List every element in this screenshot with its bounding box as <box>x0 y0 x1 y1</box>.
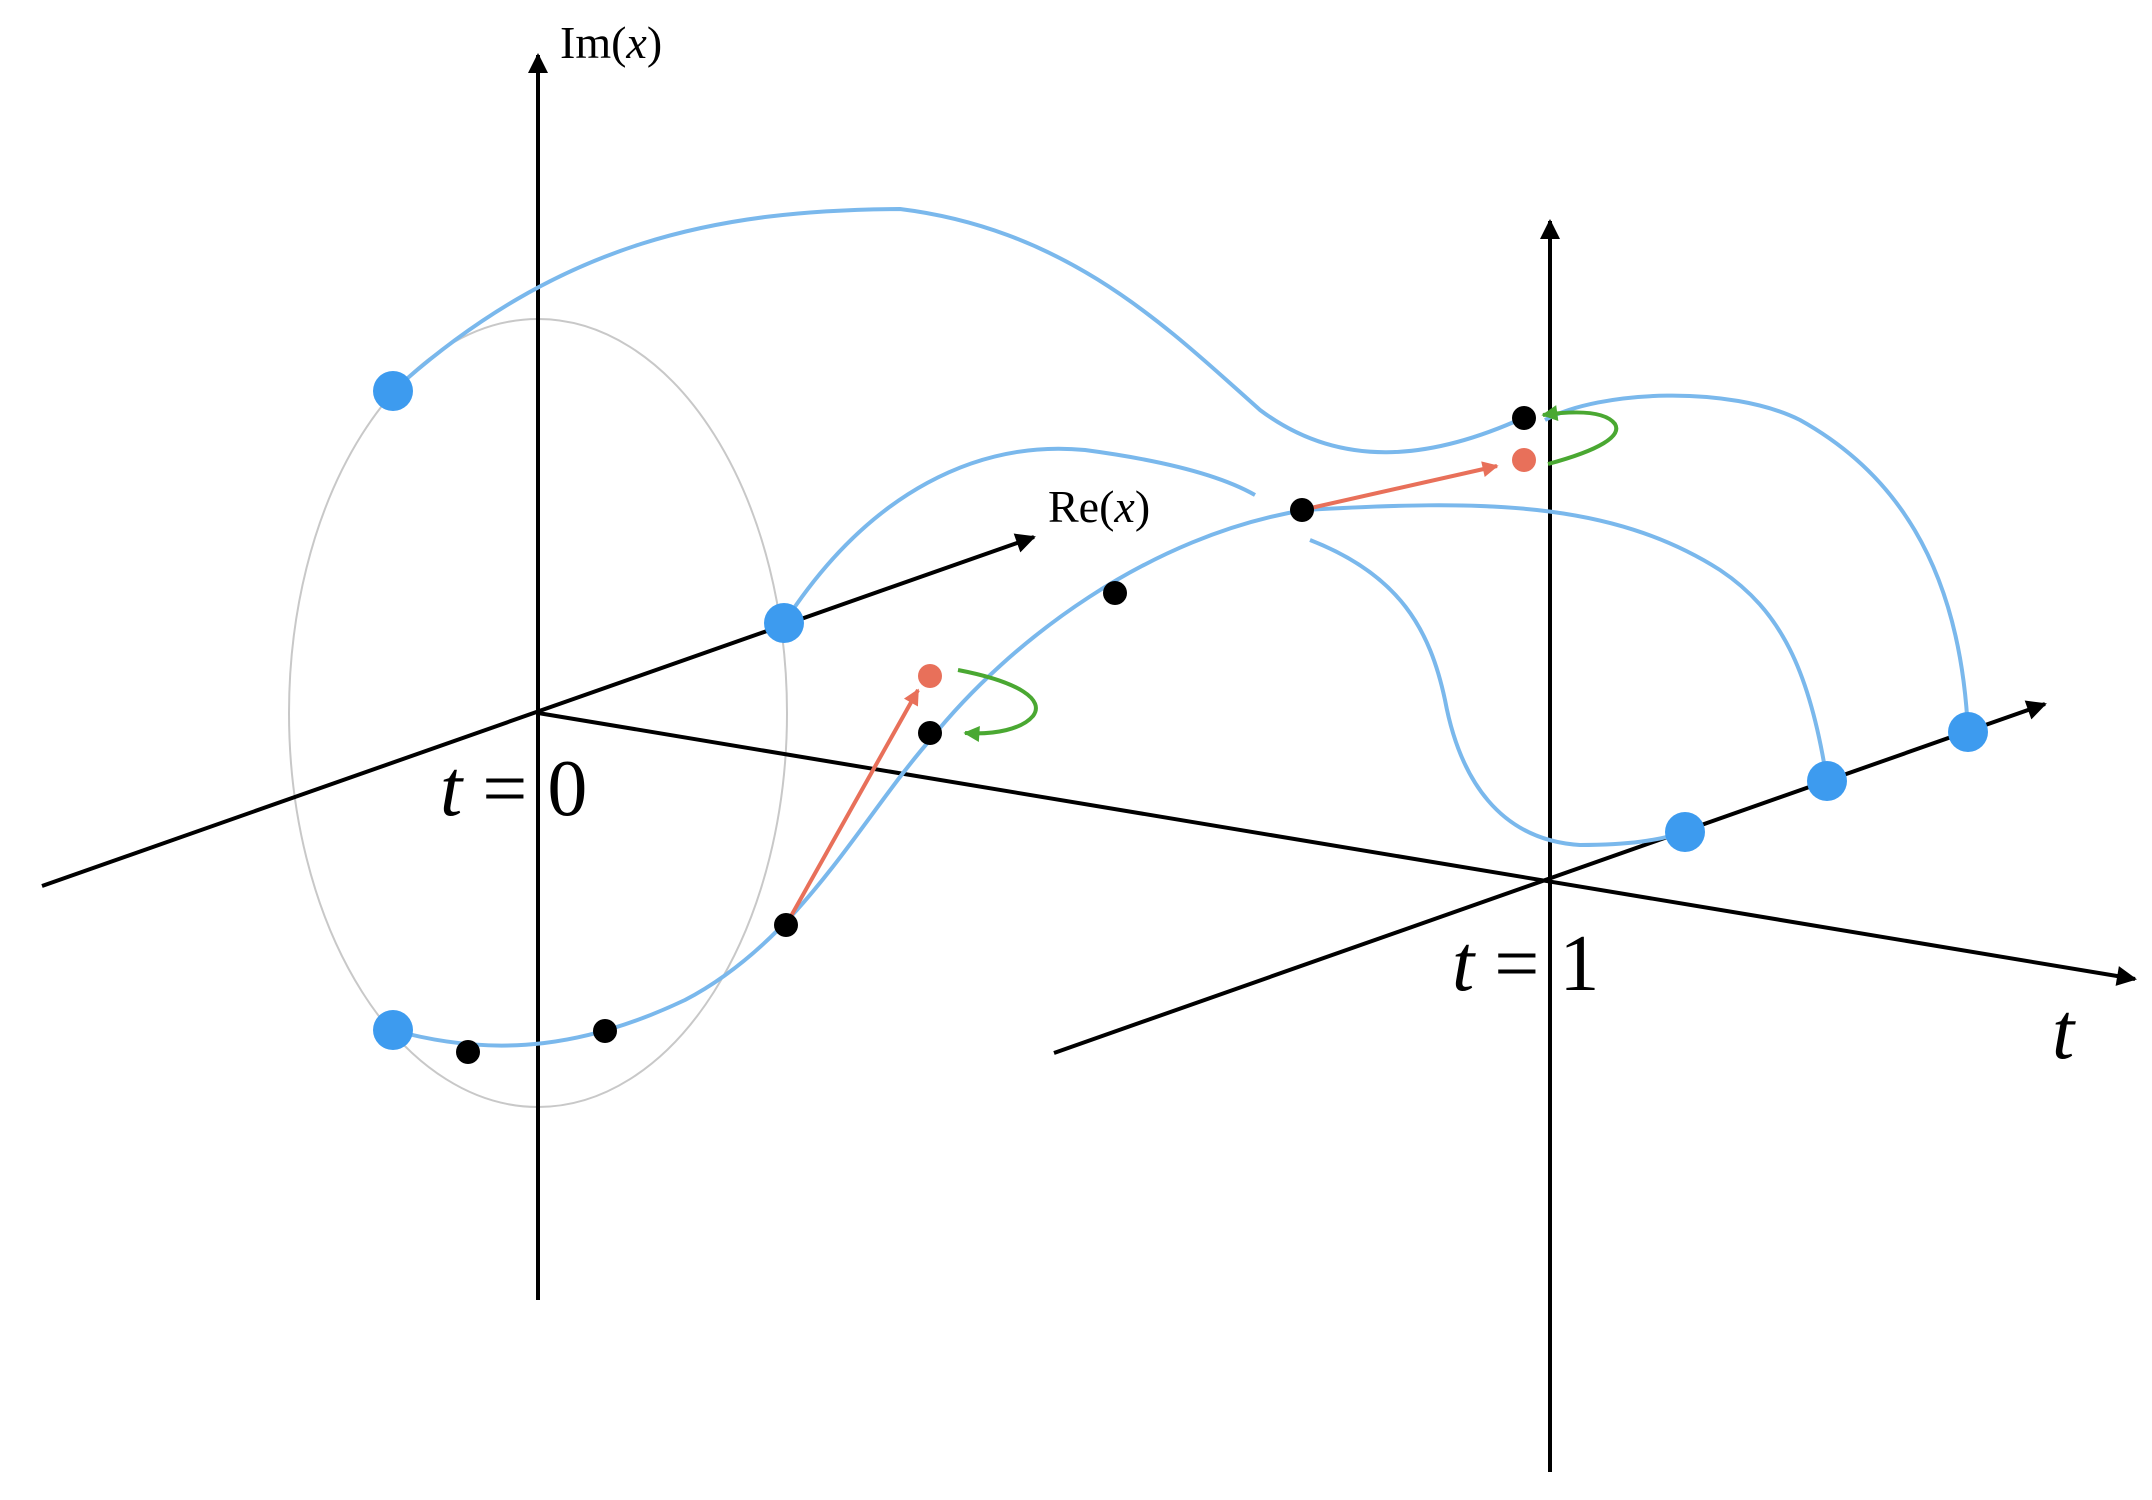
predictor-arrow-2 <box>1301 461 1499 512</box>
step-point <box>1103 581 1127 605</box>
target-root <box>1807 761 1847 801</box>
corrector-arrow-2 <box>1541 405 1619 466</box>
axes-t0 <box>41 53 2137 1300</box>
step-points <box>456 406 1536 1064</box>
re-axis-t1 <box>1053 700 2047 1055</box>
t-axis <box>537 711 2137 986</box>
solution-path-middle <box>782 446 1256 625</box>
solution-path-top <box>391 206 1524 455</box>
t-axis-label: t <box>2052 988 2076 1076</box>
t1-label: t = 1 <box>1452 920 1599 1008</box>
solution-path-middle-tail <box>1309 538 1686 848</box>
predicted-point-1 <box>918 664 942 688</box>
step-point <box>918 721 942 745</box>
target-root <box>1948 712 1988 752</box>
step-point <box>593 1019 617 1043</box>
im-axis-label: Im(x) <box>560 17 662 68</box>
solution-path-hump <box>1544 393 1970 733</box>
solution-path-tracked <box>392 503 1829 1048</box>
start-root <box>764 603 804 643</box>
predicted-point-2 <box>1512 448 1536 472</box>
step-point <box>1290 498 1314 522</box>
start-root <box>373 1010 413 1050</box>
step-point <box>456 1040 480 1064</box>
roots <box>373 371 1988 1050</box>
re-axis-t0 <box>41 533 1036 888</box>
corrector-arrow-1 <box>957 668 1038 742</box>
axes-t1 <box>1053 219 2047 1472</box>
start-root <box>373 371 413 411</box>
re-axis-label: Re(x) <box>1048 481 1150 532</box>
target-root <box>1665 812 1705 852</box>
t0-label: t = 0 <box>440 745 587 833</box>
step-point <box>774 913 798 937</box>
solution-paths <box>391 206 1970 1048</box>
corrector-steps <box>957 405 1619 742</box>
predictor-steps <box>784 448 1536 926</box>
predictor-arrow-1 <box>784 688 920 926</box>
step-point <box>1512 406 1536 430</box>
